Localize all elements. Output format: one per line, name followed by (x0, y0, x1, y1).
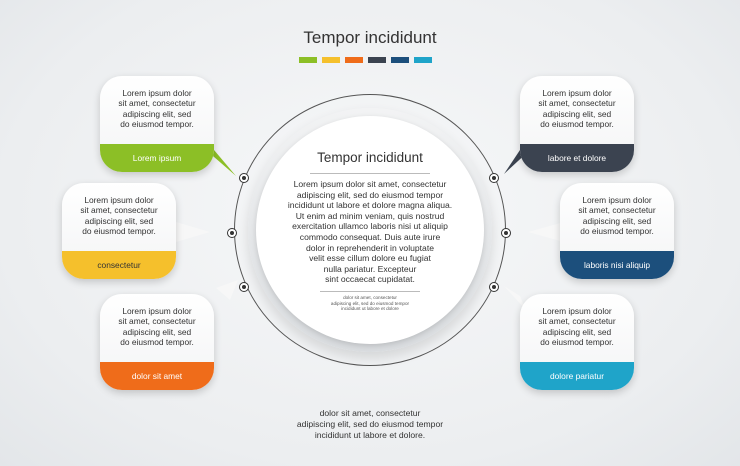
node-dot (489, 173, 499, 183)
tail-mid-right (528, 222, 564, 242)
node-dot (489, 282, 499, 292)
node-dot (239, 173, 249, 183)
bubble-label: laboris nisi aliquip (560, 251, 674, 279)
tail-bottom-right (504, 286, 526, 310)
swatch (345, 57, 363, 63)
node-dot (239, 282, 249, 292)
bubble-text: Lorem ipsum dolor sit amet, consectetur … (118, 306, 196, 348)
tail-mid-left (176, 222, 210, 242)
node-dot (501, 228, 511, 238)
bubble-dolore-pariatur: Lorem ipsum dolor sit amet, consectetur … (520, 294, 634, 390)
center-body-text: Lorem ipsum dolor sit amet, consectetur … (287, 179, 453, 285)
bubble-laboris-nisi-aliquip: Lorem ipsum dolor sit amet, consectetur … (560, 183, 674, 279)
bubble-labore-et-dolore: Lorem ipsum dolor sit amet, consectetur … (520, 76, 634, 172)
divider (310, 173, 430, 174)
bubble-label: Lorem ipsum (100, 144, 214, 172)
bubble-text: Lorem ipsum dolor sit amet, consectetur … (80, 195, 158, 237)
swatch (414, 57, 432, 63)
bubble-label: dolore pariatur (520, 362, 634, 390)
swatch (299, 57, 317, 63)
swatch (391, 57, 409, 63)
inner-circle (256, 116, 484, 344)
divider (320, 291, 420, 292)
swatch (322, 57, 340, 63)
bubble-text: Lorem ipsum dolor sit amet, consectetur … (578, 195, 656, 237)
bubble-text: Lorem ipsum dolor sit amet, consectetur … (118, 88, 196, 130)
bubble-label: dolor sit amet (100, 362, 214, 390)
bubble-text: Lorem ipsum dolor sit amet, consectetur … (538, 306, 616, 348)
swatch (368, 57, 386, 63)
bubble-label: consectetur (62, 251, 176, 279)
tail-bottom-left (216, 280, 238, 300)
center-small-text: dolor sit amet, consectetur adipiscing e… (330, 295, 410, 312)
node-dot (227, 228, 237, 238)
center-title: Tempor incididunt (317, 150, 423, 165)
bubble-lorem-ipsum: Lorem ipsum dolor sit amet, consectetur … (100, 76, 214, 172)
bubble-label: labore et dolore (520, 144, 634, 172)
color-swatches (299, 57, 432, 63)
main-title: Tempor incididunt (303, 28, 437, 47)
bubble-consectetur: Lorem ipsum dolor sit amet, consectetur … (62, 183, 176, 279)
bubble-dolor-sit-amet: Lorem ipsum dolor sit amet, consectetur … (100, 294, 214, 390)
footer-text: dolor sit amet, consectetur adipiscing e… (296, 408, 444, 440)
bubble-text: Lorem ipsum dolor sit amet, consectetur … (538, 88, 616, 130)
